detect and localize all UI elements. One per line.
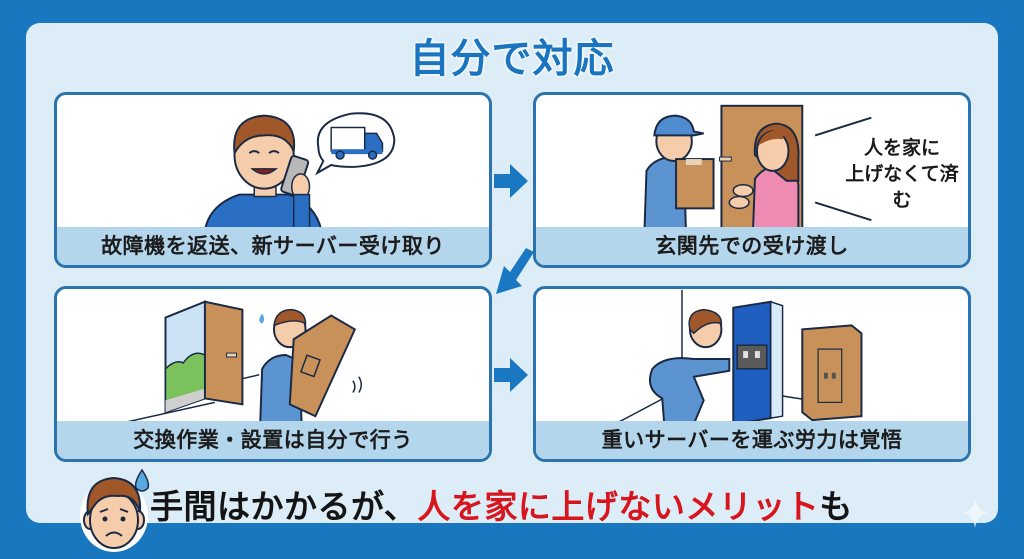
step-panel-4: 重いサーバーを運ぶ労力は覚悟 [533, 286, 971, 462]
carrying-box-illustration [125, 300, 363, 425]
step-caption: 重いサーバーを運ぶ労力は覚悟 [536, 421, 968, 459]
summary-text: 手間はかかるが、人を家に上げないメリットも [150, 480, 853, 528]
step-panel-1: 故障機を返送、新サーバー受け取り [54, 92, 492, 268]
arrow-right-icon [494, 164, 528, 198]
installing-server-illustration [614, 289, 863, 425]
step-panel-3: 交換作業・設置は自分で行う [54, 286, 492, 462]
speech-line-2: 上げなくて済む [845, 163, 959, 211]
arrow-down-left-icon [496, 248, 534, 294]
step-caption: 故障機を返送、新サーバー受け取り [57, 227, 489, 265]
step-caption: 玄関先での受け渡し [536, 227, 968, 265]
step-caption: 交換作業・設置は自分で行う [57, 421, 489, 459]
summary-suffix: も [819, 487, 853, 526]
man-on-phone-illustration [203, 112, 396, 231]
step-panel-2: 人を家に 上げなくて済む 玄関先での受け渡し [533, 92, 971, 268]
speech-text: 人を家に 上げなくて済む [836, 135, 968, 213]
summary-highlight: 人を家に上げないメリット [417, 487, 820, 526]
speech-line-1: 人を家に [863, 137, 940, 159]
worried-face-icon [80, 468, 150, 552]
page-title: 自分で対応 [409, 36, 615, 82]
sparkle-icon [962, 498, 988, 528]
doorstep-handover-illustration [643, 104, 872, 231]
arrow-right-icon [494, 358, 528, 392]
summary-prefix: 手間はかかるが、 [150, 487, 418, 526]
